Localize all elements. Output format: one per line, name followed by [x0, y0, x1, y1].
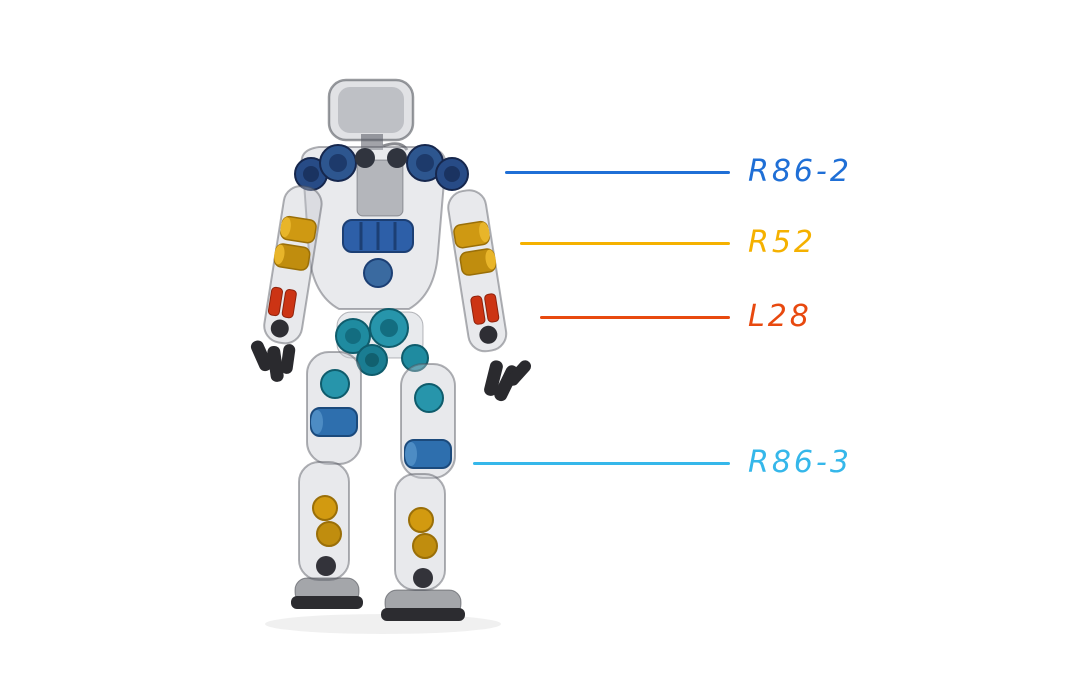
leader-line-r86-3 — [473, 462, 730, 465]
annotation-label-r52: R52 — [748, 225, 817, 260]
leader-line-l28 — [540, 316, 730, 319]
right-hand — [484, 360, 532, 402]
left-arm — [263, 185, 323, 345]
knee-actuators — [310, 407, 452, 469]
leader-line-r86-2 — [505, 171, 730, 174]
shoulder-actuators — [294, 144, 469, 191]
waist-actuators — [342, 219, 414, 288]
annotation-label-l28: L28 — [748, 299, 812, 334]
ankle-actuators — [312, 495, 438, 559]
robot-head — [327, 78, 415, 151]
right-arm — [447, 189, 508, 353]
forearm-actuator-right — [470, 293, 500, 325]
annotation-label-r86-3: R86-3 — [748, 445, 852, 480]
forearm-actuator-left — [267, 286, 297, 319]
elbow-actuator-right — [453, 220, 497, 276]
left-hand — [250, 340, 296, 382]
elbow-actuator-left — [273, 215, 317, 271]
feet — [291, 577, 465, 621]
leader-line-r52 — [520, 242, 730, 245]
robot-illustration — [250, 78, 532, 634]
shins — [298, 461, 446, 591]
hip-actuators — [335, 308, 429, 376]
annotation-label-r86-2: R86-2 — [748, 154, 852, 189]
